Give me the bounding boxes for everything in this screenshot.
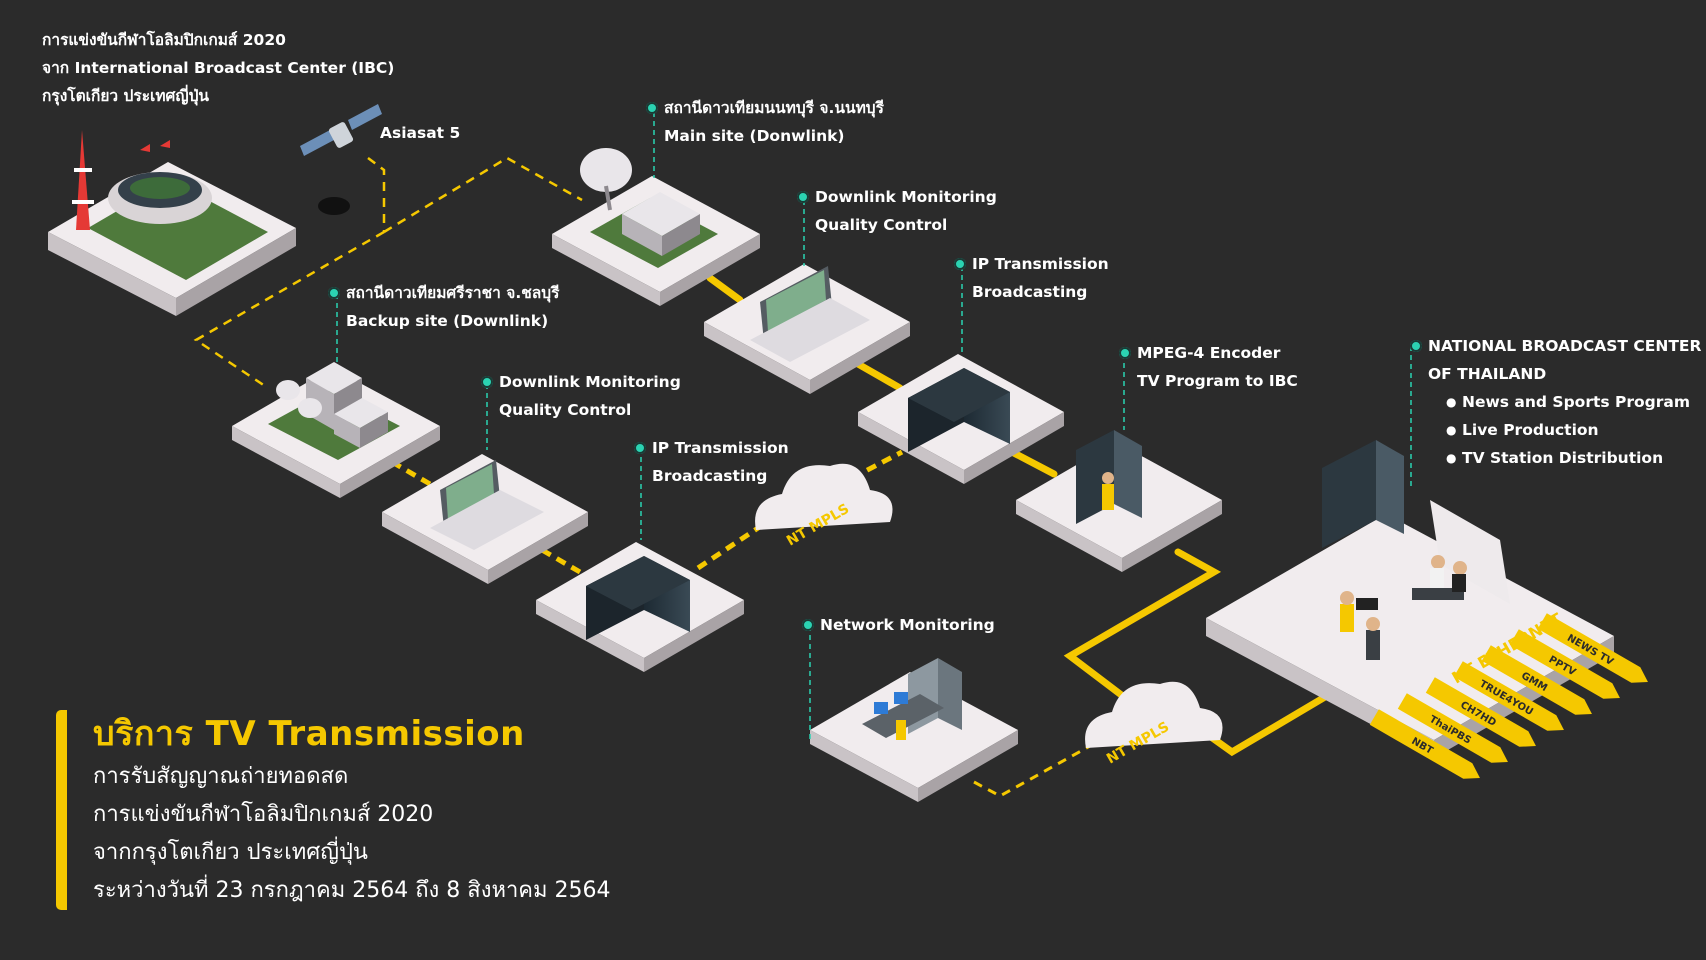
- studio-backdrop-icon: [1430, 500, 1510, 604]
- label-line: IP Transmission: [972, 255, 1109, 273]
- nbc-bullet: Live Production: [1446, 416, 1701, 444]
- service-line: การแข่งขันกีฬาโอลิมปิกเกมส์ 2020: [93, 802, 434, 827]
- label-network-monitoring: Network Monitoring: [802, 611, 995, 639]
- channel-arrow-shape: [1453, 661, 1564, 731]
- teal-dot-icon: [954, 258, 966, 270]
- platform-tokyo: [48, 130, 296, 316]
- link-netmon-cloud2: [973, 744, 1091, 798]
- network-monitoring-link: [973, 744, 1091, 798]
- channel-arrow-shape: [1397, 693, 1508, 763]
- cloud-mpls-2: NT MPLS: [1085, 681, 1223, 767]
- label-line: TV Program to IBC: [1137, 372, 1298, 390]
- channel-arrow-shape: [1537, 613, 1648, 683]
- technician-icon: [1102, 484, 1114, 510]
- teal-dot-icon: [1410, 340, 1422, 352]
- operator-desk-icon: [862, 694, 944, 738]
- nbc-bullet: News and Sports Program: [1446, 388, 1701, 416]
- satellite-links: [193, 156, 583, 390]
- platform-monitor-backup: [382, 454, 588, 584]
- service-title: บริการ TV Transmission: [93, 714, 525, 754]
- link-ip-encoder: [1008, 448, 1058, 478]
- teal-dot-icon: [1119, 347, 1131, 359]
- label-line: Quality Control: [499, 401, 632, 419]
- label-line: Network Monitoring: [820, 616, 995, 634]
- station-building-icon: [622, 192, 700, 236]
- service-line: จากกรุงโตเกียว ประเทศญี่ปุ่น: [93, 840, 368, 865]
- label-sriracha: สถานีดาวเทียมศรีราชา จ.ชลบุรี Backup sit…: [328, 279, 560, 335]
- platform-sriracha: [232, 362, 440, 498]
- platform-ip-backup: [536, 542, 744, 672]
- service-line: ระหว่างวันที่ 23 กรกฎาคม 2564 ถึง 8 สิงห…: [93, 878, 611, 903]
- teal-dot-icon: [634, 442, 646, 454]
- label-line: สถานีดาวเทียมศรีราชา จ.ชลบุรี: [346, 284, 560, 302]
- link-nonthaburi-monitor: [706, 274, 744, 304]
- label-line: Quality Control: [815, 216, 948, 234]
- intro-line: การแข่งขันกีฬาโอลิมปิกเกมส์ 2020: [42, 31, 286, 49]
- channel-arrow-shape: [1425, 677, 1536, 747]
- teal-dot-icon: [802, 619, 814, 631]
- intro-text: การแข่งขันกีฬาโอลิมปิกเกมส์ 2020 จาก Int…: [42, 26, 394, 110]
- satellite-shadow: [318, 197, 350, 215]
- label-line: สถานีดาวเทียมนนทบุรี จ.นนทบุรี: [664, 99, 884, 117]
- tokyo-tower-icon: [76, 130, 90, 230]
- label-nbc: NATIONAL BROADCAST CENTER OF THAILAND Ne…: [1410, 332, 1702, 472]
- intro-line: กรุงโตเกียว ประเทศญี่ปุ่น: [42, 87, 210, 105]
- platform-encoder: [1016, 430, 1222, 572]
- platform-ip-main: [858, 354, 1064, 484]
- link-satellite-drop: [367, 157, 386, 232]
- platform-nonthaburi: [552, 148, 760, 306]
- service-panel: บริการ TV Transmission การรับสัญญาณถ่ายท…: [56, 710, 611, 910]
- channel-arrow-shape: [1509, 629, 1620, 699]
- service-lines: การรับสัญญาณถ่ายทอดสด การแข่งขันกีฬาโอลิ…: [93, 758, 611, 910]
- label-line: OF THAILAND: [1428, 365, 1547, 383]
- anchor-desk-icon: [1412, 588, 1464, 600]
- satellite-icon: [300, 104, 382, 215]
- platform-network-monitoring: [810, 658, 1018, 802]
- label-monitor-backup: Downlink Monitoring Quality Control: [481, 368, 681, 424]
- nbc-rack-icon: [1322, 440, 1376, 548]
- intro-line: จาก International Broadcast Center (IBC): [42, 59, 395, 77]
- teal-dot-icon: [797, 191, 809, 203]
- teal-dot-icon: [646, 102, 658, 114]
- platform-nbc: [1206, 440, 1614, 758]
- label-line: MPEG-4 Encoder: [1137, 344, 1281, 362]
- label-nonthaburi: สถานีดาวเทียมนนทบุรี จ.นนทบุรี Main site…: [646, 94, 884, 150]
- label-ip-main: IP Transmission Broadcasting: [954, 250, 1109, 306]
- nbc-bullet-list: News and Sports Program Live Production …: [1428, 388, 1701, 472]
- link-encoder-cloud: [1063, 548, 1222, 704]
- label-line: Broadcasting: [652, 467, 768, 485]
- platform-monitor-main: [704, 264, 910, 394]
- teal-dot-icon: [328, 287, 340, 299]
- label-line: Downlink Monitoring: [815, 188, 997, 206]
- label-encoder: MPEG-4 Encoder TV Program to IBC: [1119, 339, 1298, 395]
- link-to-sriracha: [193, 230, 385, 390]
- label-line: Main site (Donwlink): [664, 127, 845, 145]
- control-desk-icon: [750, 298, 870, 362]
- channel-arrow-shape: [1369, 709, 1480, 779]
- label-monitor-main: Downlink Monitoring Quality Control: [797, 183, 997, 239]
- label-line: Broadcasting: [972, 283, 1088, 301]
- camera-operator-icon: [1340, 604, 1354, 632]
- leader-lines: [336, 112, 1412, 742]
- link-monitor-ip-backup: [540, 547, 582, 575]
- satellite-label: Asiasat 5: [380, 124, 461, 142]
- nbc-bullet: TV Station Distribution: [1446, 444, 1701, 472]
- teal-dot-icon: [481, 376, 493, 388]
- satellite-dish-icon: [580, 148, 632, 192]
- link-sriracha-monitor: [390, 459, 432, 487]
- label-line: NATIONAL BROADCAST CENTER: [1428, 337, 1702, 355]
- link-monitor-ip: [854, 360, 904, 392]
- channel-arrow-shape: [1481, 645, 1592, 715]
- label-line: Downlink Monitoring: [499, 373, 681, 391]
- label-line: IP Transmission: [652, 439, 789, 457]
- label-line: Backup site (Downlink): [346, 312, 549, 330]
- link-to-nonthaburi: [383, 156, 583, 234]
- service-line: การรับสัญญาณถ่ายทอดสด: [93, 764, 349, 789]
- label-ip-backup: IP Transmission Broadcasting: [634, 434, 789, 490]
